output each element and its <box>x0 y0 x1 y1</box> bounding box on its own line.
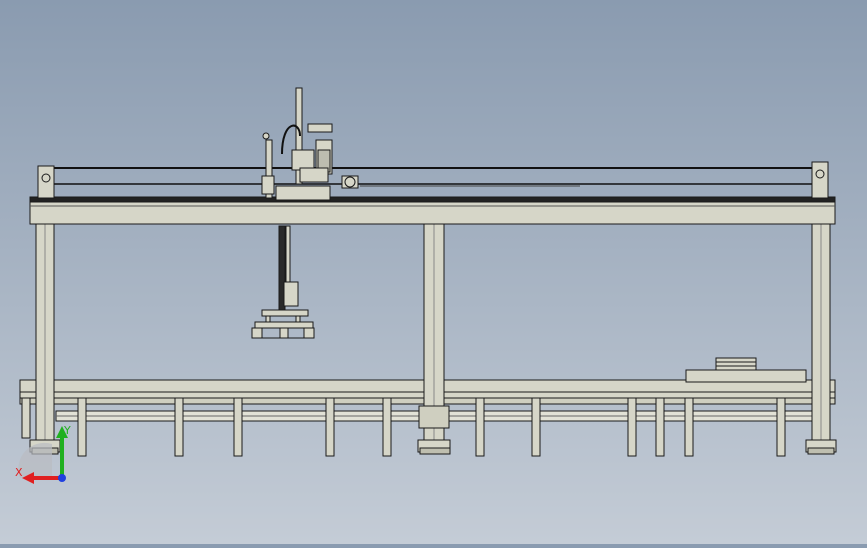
linear-rails <box>50 167 818 187</box>
y-axis-arrowhead-icon <box>56 426 68 438</box>
rail-end-post-left <box>37 165 55 199</box>
vacuum-gripper <box>251 309 315 339</box>
x-axis-arrowhead-icon <box>22 472 34 484</box>
x-axis-label: X <box>15 466 23 479</box>
trolley-carriage <box>261 87 359 201</box>
triad-plane-icon <box>18 442 52 478</box>
rail-end-post-right <box>811 161 829 199</box>
gantry-top-beam <box>29 196 836 225</box>
pallet-stack <box>685 357 807 383</box>
base-legs <box>21 397 786 457</box>
coordinate-triad: Y X <box>12 420 82 490</box>
z-axis-icon <box>58 474 66 482</box>
gantry-column-middle <box>417 221 451 453</box>
vertical-mast <box>278 225 299 317</box>
foot-plates <box>31 447 835 455</box>
y-axis-label: Y <box>63 424 71 437</box>
